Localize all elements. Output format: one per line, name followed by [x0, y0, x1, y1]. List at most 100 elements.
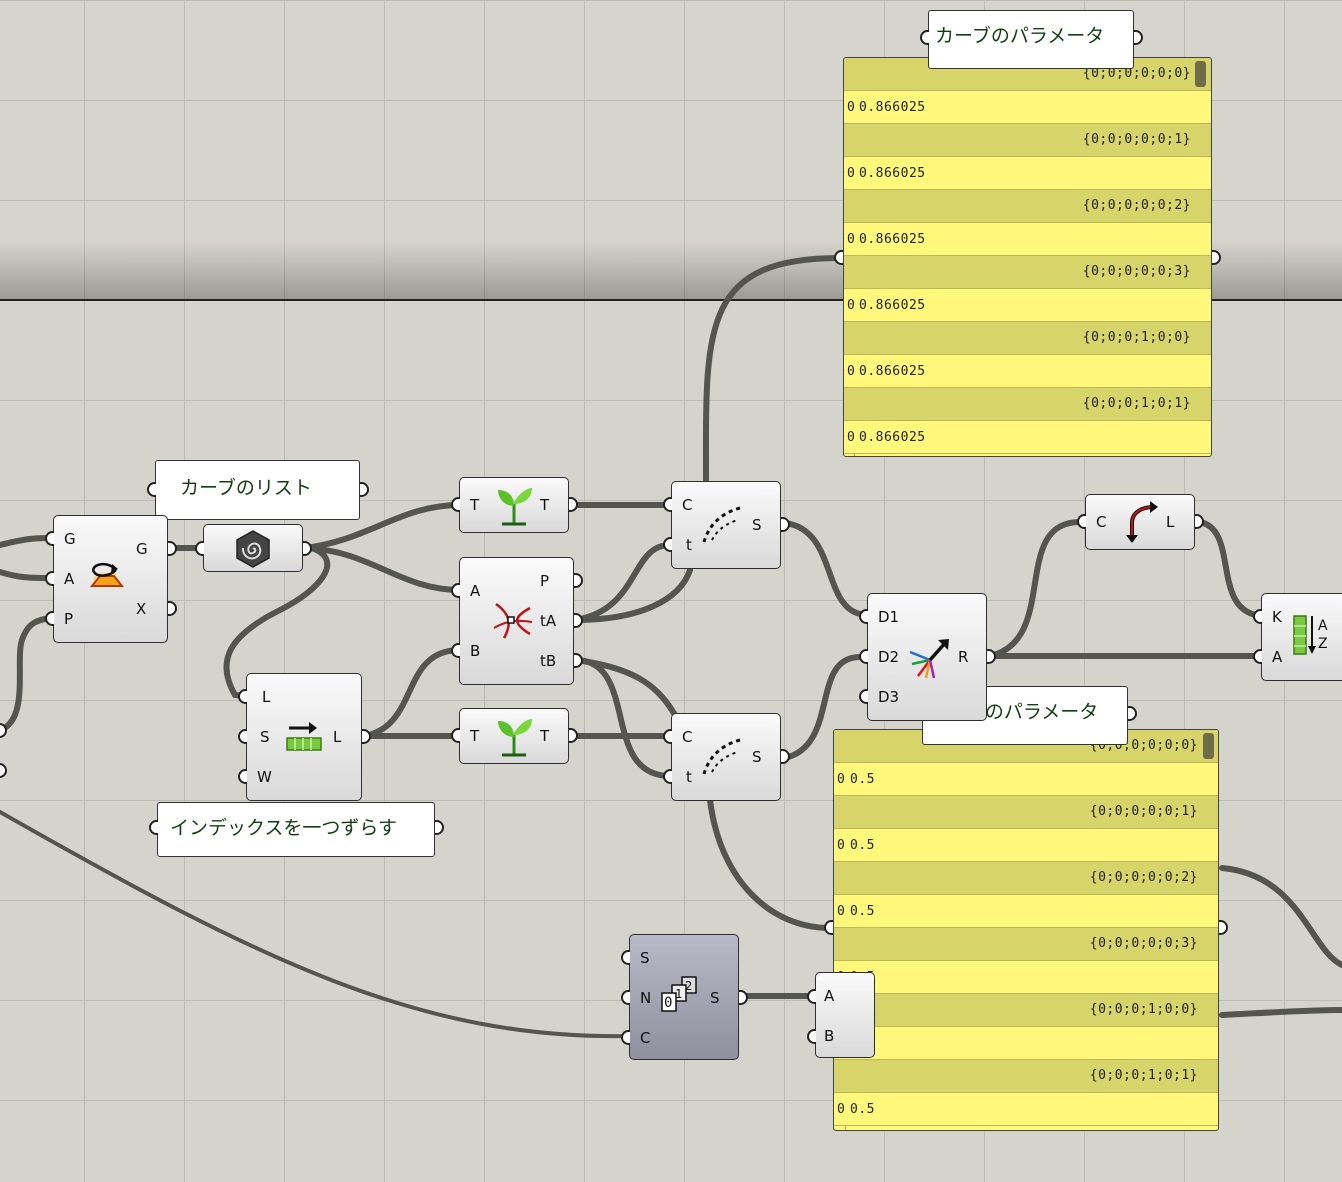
- merge-grip-d1[interactable]: [859, 609, 868, 624]
- sort-grip-a[interactable]: [1253, 649, 1262, 664]
- note-index-shift-output-grip[interactable]: [435, 820, 444, 835]
- component-merge[interactable]: D1 D2 D3 R: [867, 593, 987, 721]
- port-rotate-g-in[interactable]: G: [64, 530, 76, 548]
- rotate-grip-a[interactable]: [45, 571, 54, 586]
- shift-grip-out[interactable]: [362, 729, 371, 744]
- panel-bottom-input-grip[interactable]: [824, 920, 833, 935]
- port-rotate-p-in[interactable]: P: [64, 610, 74, 628]
- component-shatter-bottom[interactable]: C t S: [671, 713, 781, 801]
- spiral-grip-out[interactable]: [303, 541, 312, 556]
- port-shatter-bottom-c-in[interactable]: C: [682, 728, 693, 746]
- port-shatter-bottom-t-in[interactable]: t: [686, 768, 692, 786]
- component-graft-top[interactable]: T T: [459, 477, 569, 533]
- port-merge-r-out[interactable]: R: [958, 648, 969, 666]
- port-rotate-a-in[interactable]: A: [64, 570, 75, 588]
- port-ccx-b-in[interactable]: B: [470, 642, 481, 660]
- port-sort-k-in[interactable]: K: [1272, 608, 1282, 626]
- merge-grip-r[interactable]: [987, 649, 996, 664]
- series-grip-c[interactable]: [621, 1030, 630, 1045]
- ccx-grip-ta[interactable]: [574, 613, 583, 628]
- length-grip-l[interactable]: [1195, 514, 1204, 529]
- component-length[interactable]: C L: [1085, 494, 1195, 550]
- rotate-grip-p[interactable]: [45, 611, 54, 626]
- port-merge-d3-in[interactable]: D3: [878, 688, 900, 706]
- note-curve-params-bottom-output-grip[interactable]: [1128, 706, 1137, 721]
- rotate-grip-x-out[interactable]: [168, 601, 177, 616]
- shatter-top-grip-c[interactable]: [663, 497, 672, 512]
- component-series[interactable]: S N C S 2 1 0: [629, 934, 739, 1060]
- merge-grip-d3[interactable]: [859, 689, 868, 704]
- component-shift-list[interactable]: L S W L: [246, 673, 362, 801]
- port-series-s-in[interactable]: S: [640, 949, 650, 967]
- port-ccx-tb-out[interactable]: tB: [540, 652, 557, 670]
- note-index-shift-input-grip[interactable]: [149, 820, 158, 835]
- port-graft-top-t-out[interactable]: T: [540, 496, 550, 514]
- port-ccx-a-in[interactable]: A: [470, 582, 481, 600]
- port-series-n-in[interactable]: N: [640, 989, 652, 1007]
- port-graft-bottom-t-out[interactable]: T: [540, 727, 550, 745]
- port-shift-l-in[interactable]: L: [262, 688, 271, 706]
- port-shatter-top-t-in[interactable]: t: [686, 536, 692, 554]
- note-curve-params-top-output-grip[interactable]: [1134, 30, 1143, 45]
- series-grip-s[interactable]: [621, 950, 630, 965]
- port-shatter-top-s-out[interactable]: S: [752, 516, 762, 534]
- port-graft-bottom-t-in[interactable]: T: [470, 727, 480, 745]
- sort-grip-k[interactable]: [1253, 609, 1262, 624]
- component-shatter-top[interactable]: C t S: [671, 481, 781, 569]
- port-shatter-bottom-s-out[interactable]: S: [752, 748, 762, 766]
- panel-bottom-output-grip[interactable]: [1219, 920, 1228, 935]
- note-curve-list[interactable]: カーブのリスト: [155, 460, 360, 520]
- note-curve-params-top-input-grip[interactable]: [920, 30, 929, 45]
- port-rotate-x-out[interactable]: X: [136, 600, 147, 618]
- panel-top-input-grip[interactable]: [834, 250, 843, 265]
- port-shatter-top-c-in[interactable]: C: [682, 496, 693, 514]
- port-graft-top-t-in[interactable]: T: [470, 496, 480, 514]
- shatter-bottom-grip-c[interactable]: [663, 729, 672, 744]
- ccx-grip-b[interactable]: [451, 643, 460, 658]
- shatter-bottom-grip-t[interactable]: [663, 769, 672, 784]
- component-graft-bottom[interactable]: T T: [459, 708, 569, 764]
- port-partial-b-in[interactable]: B: [824, 1027, 835, 1045]
- port-series-s-out[interactable]: S: [710, 989, 720, 1007]
- port-series-c-in[interactable]: C: [640, 1029, 651, 1047]
- shatter-top-grip-s[interactable]: [781, 517, 790, 532]
- graft-top-grip-out[interactable]: [569, 497, 578, 512]
- port-shift-s-in[interactable]: S: [260, 728, 270, 746]
- component-sort-list[interactable]: K A A Z: [1261, 593, 1342, 681]
- series-grip-out[interactable]: [739, 990, 748, 1005]
- port-shift-l-out[interactable]: L: [333, 728, 342, 746]
- port-ccx-ta-out[interactable]: tA: [540, 612, 557, 630]
- shift-grip-l[interactable]: [238, 689, 247, 704]
- note-curve-params-top[interactable]: カーブのパラメータ: [928, 10, 1134, 69]
- port-sort-a-in[interactable]: A: [1272, 648, 1283, 666]
- ccx-grip-p[interactable]: [574, 573, 583, 588]
- shatter-top-grip-t[interactable]: [663, 537, 672, 552]
- graft-bottom-grip-out[interactable]: [569, 728, 578, 743]
- component-curve-curve[interactable]: A B P tA tB: [459, 557, 574, 685]
- panel-top-scrollbar[interactable]: [1195, 61, 1206, 87]
- length-grip-c[interactable]: [1077, 514, 1086, 529]
- partial-grip-b[interactable]: [807, 1029, 816, 1044]
- port-length-l-out[interactable]: L: [1166, 513, 1175, 531]
- series-grip-n[interactable]: [621, 990, 630, 1005]
- component-partial-hidden[interactable]: A B: [815, 972, 875, 1058]
- ccx-grip-tb[interactable]: [574, 653, 583, 668]
- rotate-grip-g[interactable]: [45, 531, 54, 546]
- port-partial-a-in[interactable]: A: [824, 987, 835, 1005]
- port-rotate-g-out[interactable]: G: [136, 540, 148, 558]
- shatter-bottom-grip-s[interactable]: [781, 749, 790, 764]
- port-merge-d1-in[interactable]: D1: [878, 608, 900, 626]
- port-merge-d2-in[interactable]: D2: [878, 648, 900, 666]
- graft-top-grip-in[interactable]: [451, 497, 460, 512]
- shift-grip-w[interactable]: [238, 769, 247, 784]
- merge-grip-d2[interactable]: [859, 649, 868, 664]
- port-ccx-p-out[interactable]: P: [540, 572, 550, 590]
- panel-bottom-scrollbar[interactable]: [1203, 733, 1214, 759]
- component-spiral-param[interactable]: [203, 524, 303, 572]
- shift-grip-s[interactable]: [238, 729, 247, 744]
- note-index-shift[interactable]: インデックスを一つずらす: [157, 802, 435, 857]
- rotate-grip-g-out[interactable]: [168, 541, 177, 556]
